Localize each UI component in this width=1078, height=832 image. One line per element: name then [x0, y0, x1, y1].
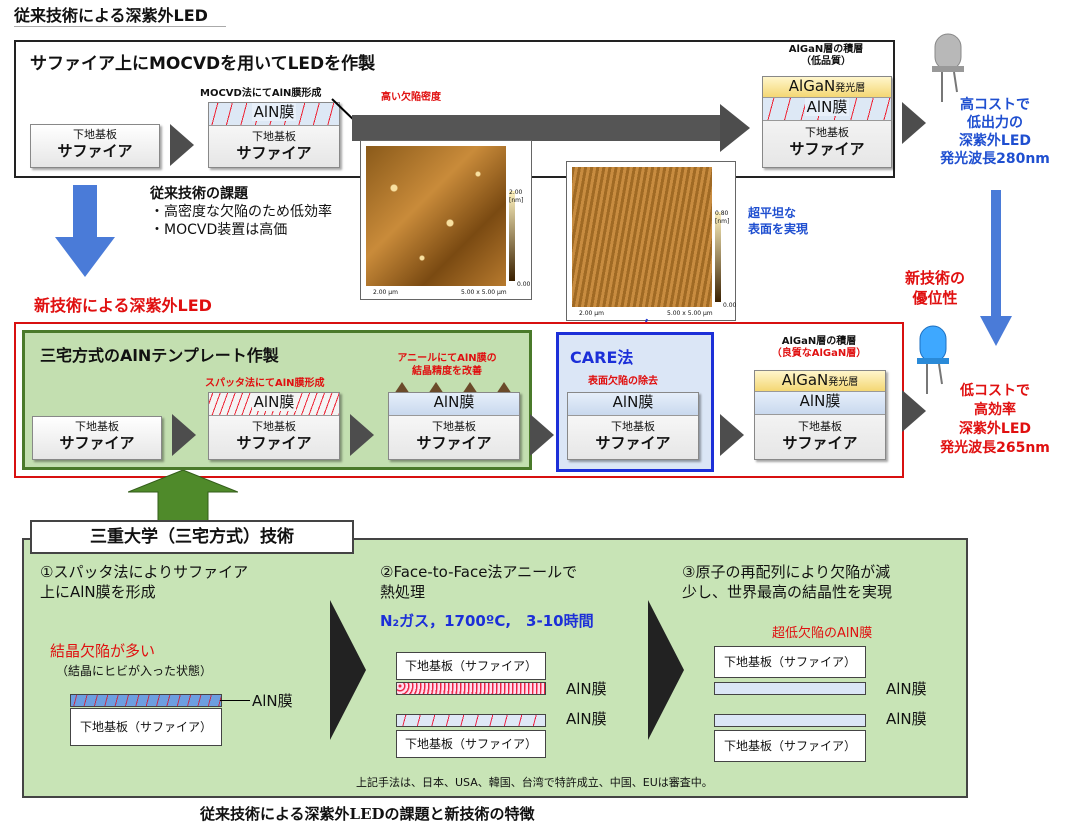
arrow-right-icon [350, 414, 374, 456]
step3-note: 超低欠陥のAlN膜 [772, 626, 873, 641]
patent-note: 上記手法は、日本、USA、韓国、台湾で特許成立、中国、EUは審査中。 [356, 776, 713, 789]
aln-label: AlN膜 [886, 710, 927, 728]
defect-note: 高い欠陥密度 [381, 92, 441, 103]
green-title: 三宅方式のAlNテンプレート作製 [40, 346, 279, 365]
figure-caption: 従来技術による深紫外LEDの課題と新技術の特徴 [200, 805, 535, 823]
arrow-right-icon [720, 414, 744, 456]
aln-label: AlN膜 [252, 692, 293, 710]
problem-item: ・高密度な欠陥のため低効率 [150, 204, 332, 220]
aln-layer: AlN膜 [763, 98, 891, 121]
aln-pointer [220, 700, 250, 701]
algan-layer: AlGaN発光層 [755, 371, 885, 392]
conventional-title: サファイア上にMOCVDを用いてLEDを作製 [30, 54, 376, 74]
aln-label: AlN膜 [566, 680, 607, 698]
arrow-right-icon [902, 102, 926, 144]
substrate-name: サファイア [236, 144, 312, 162]
step2-conditions: N₂ガス，1700ºC, 3-10時間 [380, 612, 594, 630]
wafer-top: 下地基板（サファイア） [714, 646, 866, 678]
mocvd-aln-stack: AlN膜 下地基板 サファイア [208, 102, 340, 168]
aln-film-top [714, 682, 866, 695]
arrow-head-icon [720, 104, 750, 152]
flat-surface-note: 超平坦な表面を実現 [748, 206, 809, 236]
long-arrow-icon [352, 115, 722, 141]
substrate-label: 下地基板 [73, 128, 117, 141]
aln-film-bottom [714, 714, 866, 727]
substrate-label: 下地基板 [805, 126, 849, 139]
problem-item: ・MOCVD装置は高価 [150, 222, 288, 238]
aln-film-bottom [396, 714, 546, 727]
aln-layer: AlN膜 [568, 393, 698, 416]
aln-layer: AlN膜 [755, 392, 885, 415]
algan-stack-lowq: AlGaN発光層 AlN膜 下地基板 サファイア [762, 76, 892, 168]
care-title: CARE法 [570, 348, 634, 367]
afm-image-flat: 0.80 [nm] 0.00 2.00 μm 5.00 x 5.00 μm [566, 161, 736, 321]
substrate-box: 下地基板 サファイア [30, 124, 160, 168]
arrow-right-icon [170, 124, 194, 166]
anneal-stack: AlN膜 下地基板サファイア [388, 392, 520, 460]
problems-block: 従来技術の課題 ・高密度な欠陥のため低効率 ・MOCVD装置は高価 [150, 185, 332, 239]
algan-layer: AlGaN発光層 [763, 77, 891, 98]
wafer-bottom: 下地基板（サファイア） [714, 730, 866, 762]
care-stack: AlN膜 下地基板サファイア [567, 392, 699, 460]
algan-stack-good: AlGaN発光層 AlN膜 下地基板サファイア [754, 370, 886, 460]
sputter-stack: AlN膜 下地基板サファイア [208, 392, 340, 460]
afm-colorbar [715, 212, 721, 302]
substrate-name: サファイア [57, 142, 133, 160]
afm-surface [572, 167, 712, 307]
wafer-bottom: 下地基板（サファイア） [396, 730, 546, 758]
substrate-box: 下地基板 サファイア [32, 416, 162, 460]
led-gray-icon [932, 33, 964, 102]
aln-layer: AlN膜 [209, 393, 339, 416]
step2-text: ②Face-to-Face法アニールで熱処理 [380, 563, 578, 601]
arrow-right-icon [530, 414, 554, 456]
substrate-name: サファイア [789, 140, 865, 158]
step1-text: ①スパッタ法によりサファイア上にAlN膜を形成 [40, 563, 249, 601]
problems-title: 従来技術の課題 [150, 186, 248, 202]
substrate-label: 下地基板 [252, 130, 296, 143]
step-arrow-icon [330, 600, 366, 740]
aln-label: AlN膜 [251, 103, 297, 121]
step3-text: ③原子の再配列により欠陥が減少し、世界最高の結晶性を実現 [682, 563, 893, 601]
aln-label: AlN膜 [566, 710, 607, 728]
step1-defect: 結晶欠陥が多い [50, 642, 156, 660]
down-arrow-icon [980, 190, 1012, 346]
university-tab: 三重大学（三宅方式）技術 [30, 520, 354, 554]
algan-caption: AlGaN層の積層 （低品質） [762, 44, 890, 68]
afm-image-rough: 2.00 [nm] 0.00 2.00 μm 5.00 x 5.00 μm [360, 140, 532, 300]
anneal-caption: アニールにてAlN膜の結晶精度を改善 [397, 353, 497, 377]
arrow-right-icon [172, 414, 196, 456]
anneal-bumps [394, 382, 512, 394]
mocvd-caption: MOCVD法にてAlN膜形成 [200, 88, 322, 99]
arrow-right-icon [902, 390, 926, 432]
led-blue-icon [917, 325, 949, 394]
aln-label: AlN膜 [886, 680, 927, 698]
substrate-label: 下地基板 [75, 420, 119, 433]
afm-surface [366, 146, 506, 286]
step1-note: （結晶にヒビが入った状態） [56, 664, 213, 678]
up-arrow-icon [128, 470, 238, 522]
sputter-caption: スパッタ法にてAlN膜形成 [205, 378, 325, 389]
aln-film [70, 694, 222, 707]
step-arrow-icon [648, 600, 684, 740]
algan-caption-line2: （低品質） [801, 56, 851, 67]
algan-caption-line1: AlGaN層の積層 [788, 44, 864, 55]
aln-film-top [396, 682, 546, 695]
wafer: 下地基板（サファイア） [70, 708, 222, 746]
algan-caption-good: AlGaN層の積層（良質なAlGaN層） [771, 336, 867, 359]
aln-layer: AlN膜 [389, 393, 519, 416]
advantage-label: 新技術の優位性 [904, 269, 965, 307]
down-arrow-icon [55, 185, 115, 277]
substrate-name: サファイア [59, 434, 135, 452]
aln-layer: AlN膜 [209, 103, 339, 126]
care-caption: 表面欠陥の除去 [588, 376, 658, 387]
header-title: 従来技術による深紫外LED [14, 2, 226, 27]
afm-colorbar [509, 191, 515, 281]
wafer-top: 下地基板（サファイア） [396, 652, 546, 680]
new-header: 新技術による深紫外LED [34, 296, 212, 315]
